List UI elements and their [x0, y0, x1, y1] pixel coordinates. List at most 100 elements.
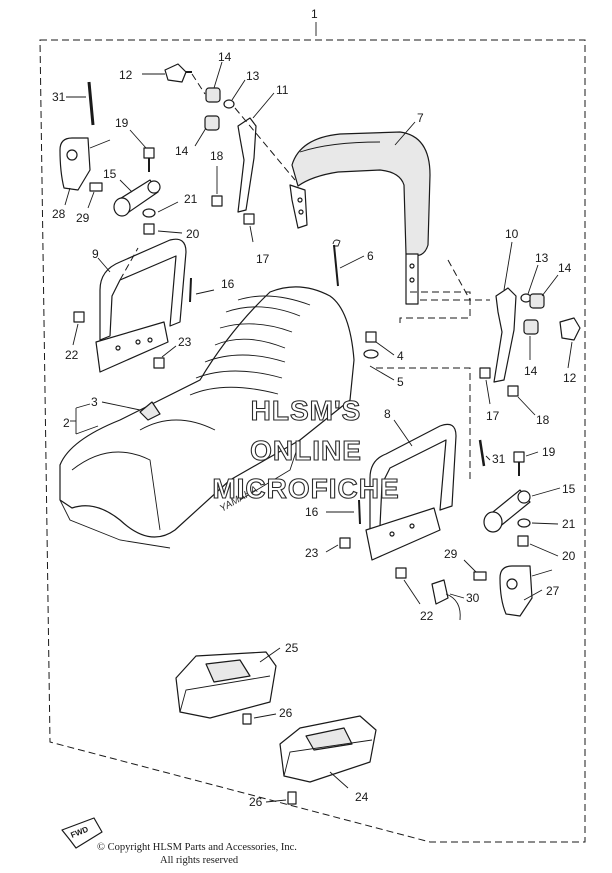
copyright-text: © Copyright HLSM Parts and Accessories, …	[97, 842, 297, 853]
part-frame-8-right	[365, 419, 457, 561]
part-nut-20-left	[143, 223, 183, 235]
part-bushing-14-right-lower	[523, 319, 539, 360]
callout-6: 6	[367, 249, 374, 263]
part-bushing-14-right-upper	[529, 274, 559, 309]
callout-28: 28	[52, 207, 66, 221]
callout-15-left: 15	[103, 167, 117, 181]
part-switch-30	[431, 579, 465, 621]
callout-20-left: 20	[186, 227, 200, 241]
callout-27: 27	[546, 584, 560, 598]
callout-18-right: 18	[536, 413, 550, 427]
callout-31-right: 31	[492, 452, 506, 466]
part-washer-5	[363, 349, 395, 381]
part-mount-27	[499, 565, 553, 617]
callout-18-left: 18	[210, 149, 224, 163]
part-mount-28	[59, 137, 111, 206]
part-shaft-15-right	[483, 487, 561, 533]
callout-17-right: 17	[486, 409, 500, 423]
part-pin-16-right	[326, 499, 361, 525]
callout-14-b: 14	[175, 144, 189, 158]
part-bolt-22-right	[395, 567, 421, 605]
callout-17-left: 17	[256, 252, 270, 266]
callout-12-left: 12	[119, 68, 133, 82]
assembly-number: 1	[311, 7, 318, 21]
callout-12-right: 12	[563, 371, 577, 385]
part-frame-9-left	[95, 238, 187, 373]
part-backrest-7	[291, 121, 431, 305]
part-bolt-19-right	[513, 451, 539, 476]
callout-26-lower: 26	[249, 795, 263, 809]
callout-8: 8	[384, 407, 391, 421]
callout-9: 9	[92, 247, 99, 261]
callout-24: 24	[355, 790, 369, 804]
callout-7: 7	[417, 111, 424, 125]
callout-20-right: 20	[562, 549, 576, 563]
callout-bracket-2d	[75, 403, 91, 409]
routing-line-c	[376, 367, 471, 480]
part-pin-16-left	[189, 277, 215, 303]
part-footrest-25	[175, 647, 281, 719]
callout-30: 30	[466, 591, 480, 605]
part-nut-23-left	[153, 345, 177, 369]
callout-23-right: 23	[305, 546, 319, 560]
callout-11: 11	[276, 83, 289, 97]
part-nut-17-left	[243, 213, 255, 243]
callout-19-right: 19	[542, 445, 556, 459]
callout-5: 5	[397, 375, 404, 389]
callout-10: 10	[505, 227, 519, 241]
callout-3: 3	[91, 395, 98, 409]
part-nut-23-right	[325, 537, 351, 553]
part-shaft-15-left	[113, 179, 161, 217]
part-bushing-14-upper	[205, 61, 223, 103]
fwd-arrow-icon: FWD	[61, 817, 103, 849]
part-bolt-26-lower	[265, 791, 297, 805]
part-bolt-26-upper	[242, 713, 277, 725]
part-washer-21-right	[517, 518, 559, 528]
callout-29-right: 29	[444, 547, 458, 561]
callout-16-right: 16	[305, 505, 319, 519]
callout-19-left: 19	[115, 116, 129, 130]
callout-29-left: 29	[76, 211, 90, 225]
part-bolt-19-left	[129, 129, 155, 172]
callout-21-left: 21	[184, 192, 198, 206]
rights-text: All rights reserved	[160, 855, 239, 866]
callout-14-a: 14	[218, 50, 232, 64]
part-rod-31-right	[478, 439, 491, 467]
part-bolt-18-left	[211, 166, 223, 207]
callout-21-right: 21	[562, 517, 576, 531]
leader-3	[101, 401, 141, 411]
callout-26-upper: 26	[279, 706, 293, 720]
watermark-line-2: ONLINE	[250, 435, 362, 466]
callout-2: 2	[63, 416, 70, 430]
watermark-line-3: MICROFICHE	[212, 473, 399, 504]
part-bolt-18-right	[507, 385, 536, 416]
part-nut-20-right	[517, 535, 559, 557]
callout-22-right: 22	[420, 609, 434, 623]
part-nut-17-right	[479, 367, 491, 405]
callout-25: 25	[285, 641, 299, 655]
part-arm-11-left	[234, 92, 308, 229]
part-knob-12-right	[559, 317, 581, 369]
callout-13-left: 13	[246, 69, 260, 83]
callout-4: 4	[397, 349, 404, 363]
part-bolt-29-left	[87, 182, 103, 209]
callout-13-right: 13	[535, 251, 549, 265]
part-bolt-22-left	[72, 311, 85, 346]
callout-14-c: 14	[558, 261, 572, 275]
part-footrest-24	[279, 715, 377, 789]
watermark-line-1: HLSM'S	[251, 395, 362, 426]
callout-31-left: 31	[52, 90, 66, 104]
part-washer-13-upper	[223, 79, 246, 109]
part-knob-12-left	[142, 63, 206, 95]
assembly-boundary	[39, 22, 586, 843]
part-arm-10-right	[447, 241, 517, 383]
part-bushing-14-lower	[194, 115, 220, 147]
callout-16-left: 16	[221, 277, 235, 291]
callout-labels: 2 3 4 5 6 7 8 9 10 11 12 12 13 13 14 14 …	[52, 50, 577, 809]
routing-line-a	[399, 291, 471, 325]
callout-15-right: 15	[562, 482, 576, 496]
part-nut-4	[365, 331, 395, 356]
part-bolt-29-right	[463, 559, 487, 581]
part-pin-6	[332, 239, 365, 287]
